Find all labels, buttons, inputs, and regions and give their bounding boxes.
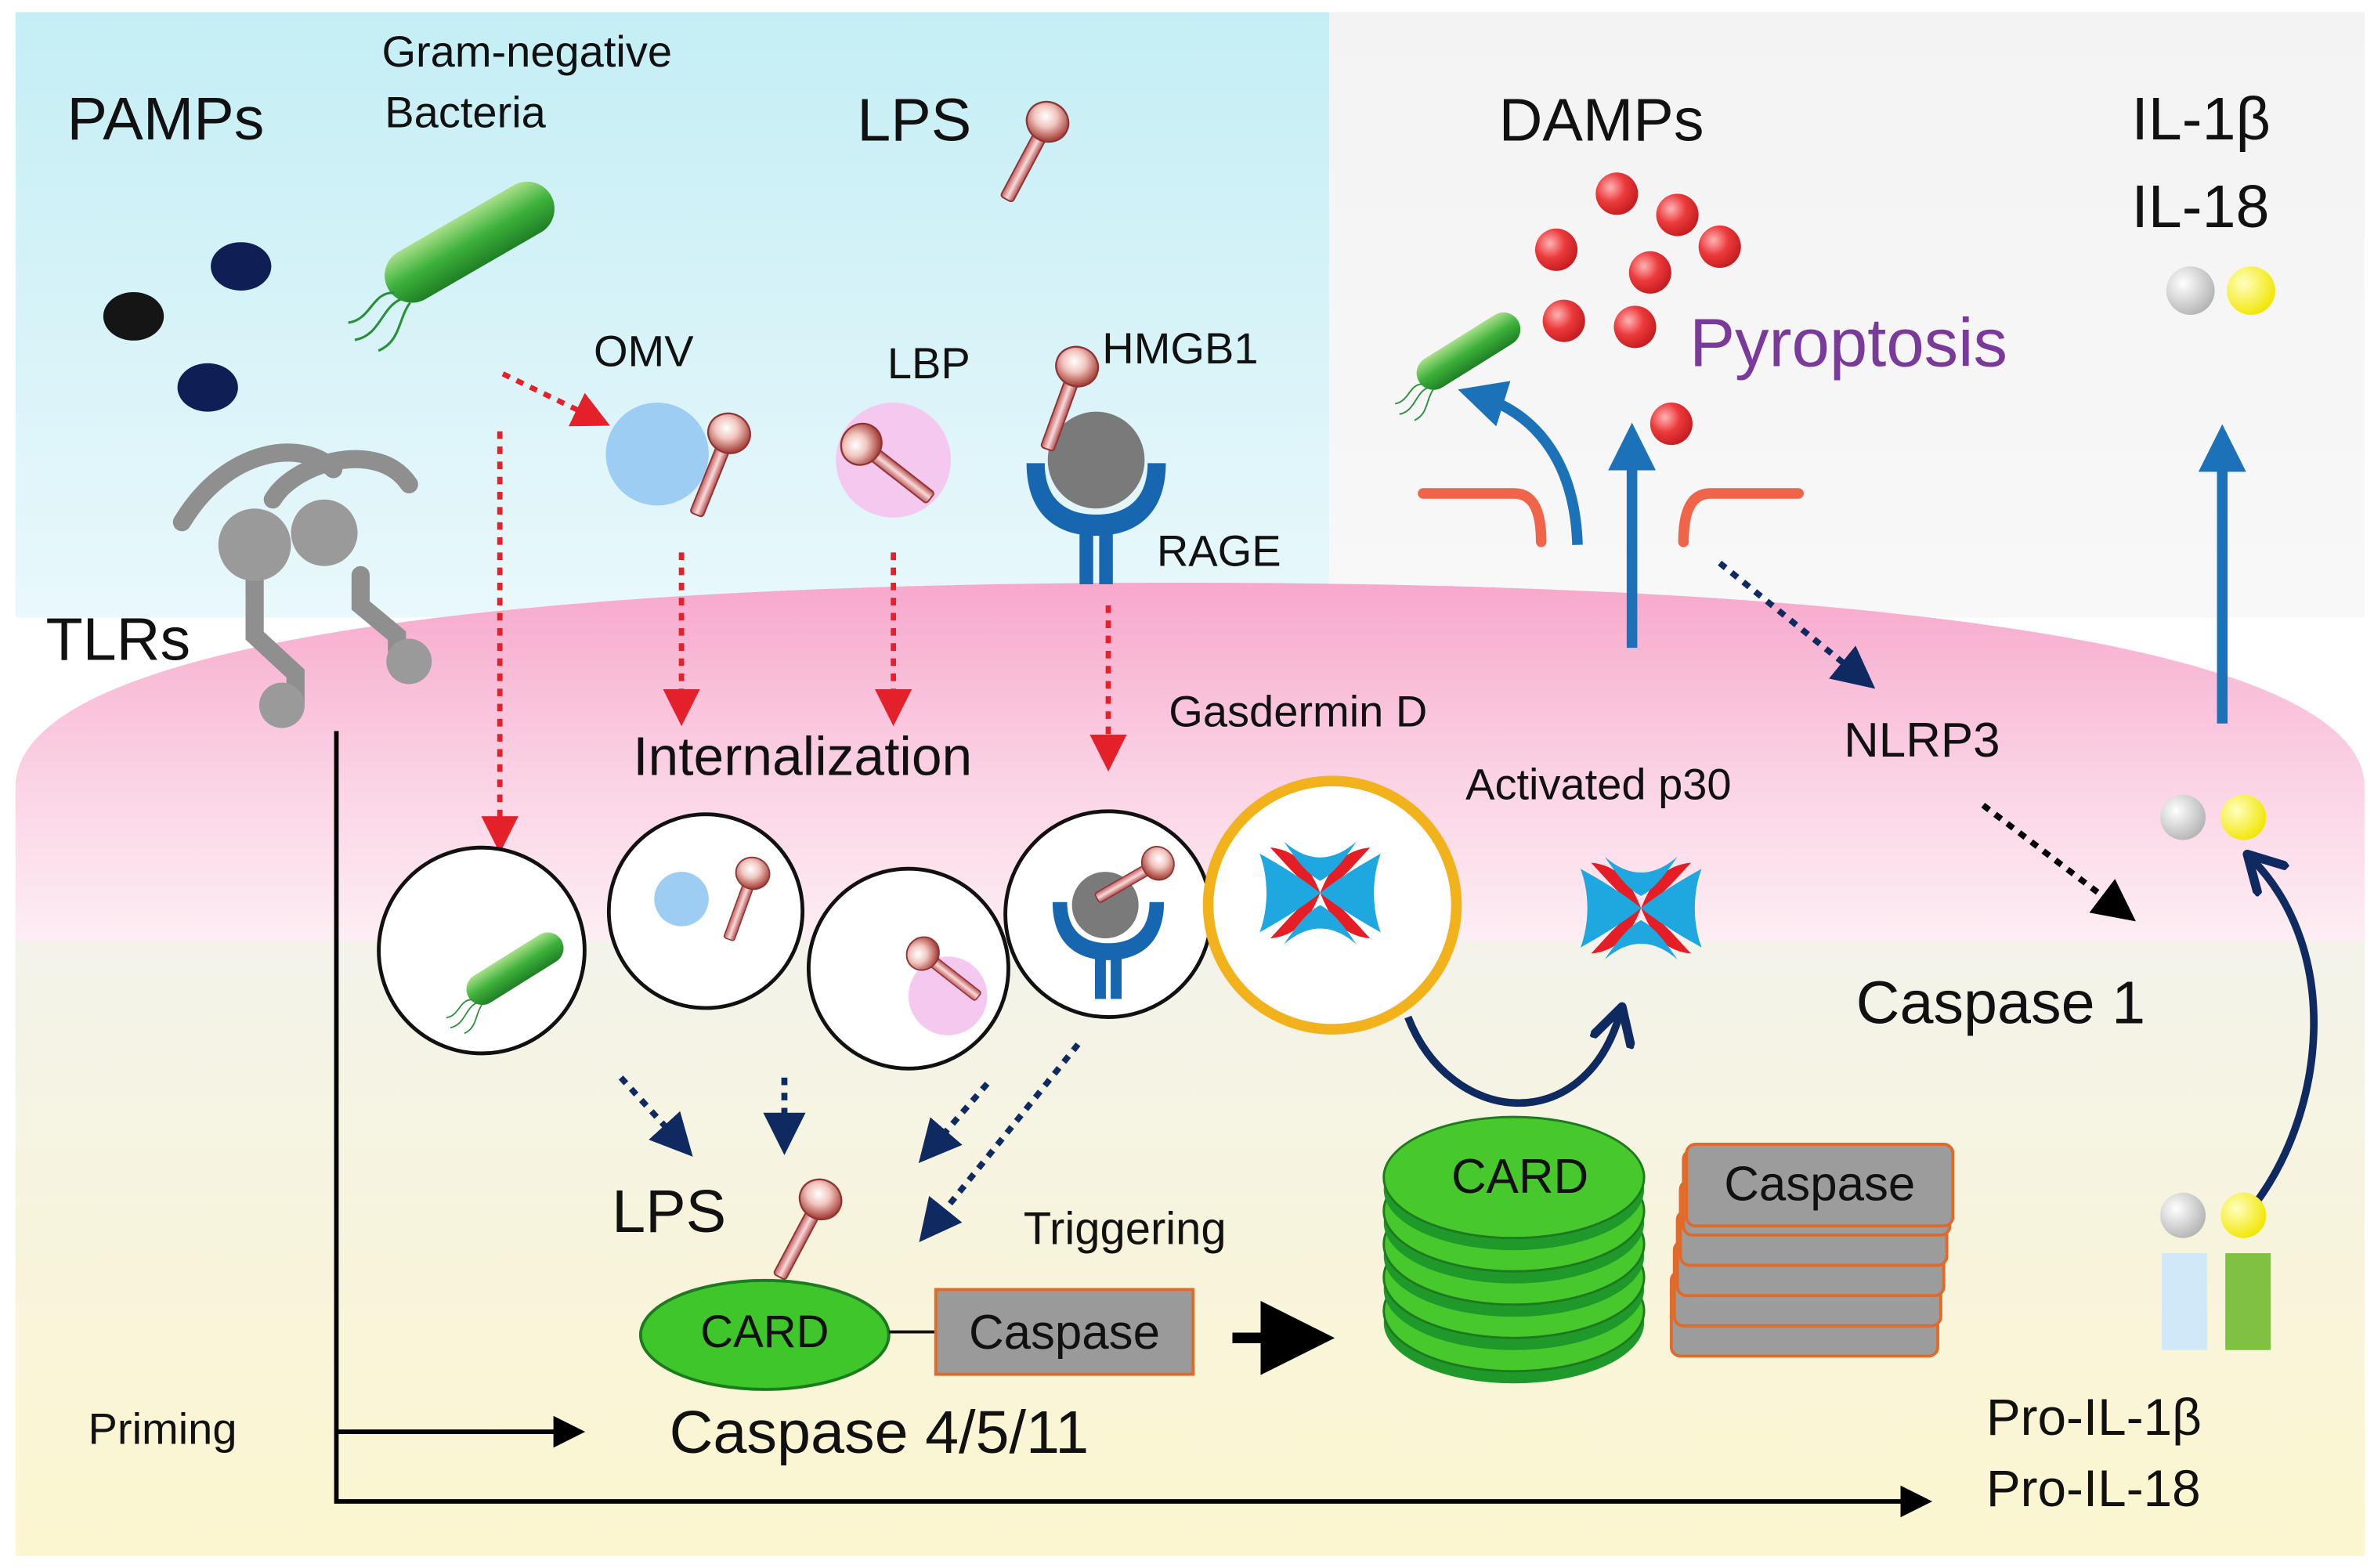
hmgb1-label: HMGB1	[1102, 323, 1258, 373]
rage-label: RAGE	[1157, 526, 1281, 576]
tlrs-label: TLRs	[45, 606, 190, 674]
pamp-particle-navy-2	[177, 363, 238, 412]
pamps-label: PAMPs	[67, 85, 265, 153]
caspase-stack-label: Caspase	[1724, 1157, 1915, 1211]
priming-label: Priming	[89, 1404, 237, 1454]
lbp-label: LBP	[887, 338, 970, 388]
internalization-label: Internalization	[633, 725, 972, 786]
damp-particles	[1534, 172, 1741, 446]
pro-il1b-label: Pro-IL-1β	[1986, 1389, 2202, 1446]
cell-membrane	[15, 582, 2365, 941]
nlrp3-label: NLRP3	[1844, 714, 2000, 768]
endosome-hmgb1-rage	[1003, 809, 1213, 1020]
bacteria-label-line2: Bacteria	[385, 87, 546, 136]
caspase1-label: Caspase 1	[1856, 969, 2145, 1036]
lps-bottom-label: LPS	[612, 1178, 726, 1245]
il18-label: IL-18	[2131, 173, 2269, 240]
pro-il18-label: Pro-IL-18	[1986, 1460, 2201, 1517]
endosome-omv	[606, 812, 805, 1010]
endosome-lbp	[806, 866, 1010, 1071]
gasdermin-pore-walls	[1418, 488, 1804, 547]
card-domain-caspase4	[638, 1278, 891, 1391]
omv-vesicle	[605, 403, 709, 506]
pro-il1b-head	[2160, 1192, 2206, 1238]
lps-top-label: LPS	[857, 87, 971, 154]
card-stack-label: CARD	[1451, 1150, 1588, 1204]
pyroptosis-release-arrows	[1458, 381, 2246, 724]
lps-release-arrows	[618, 1042, 1081, 1243]
pamp-particle-navy-1	[211, 242, 272, 291]
il1b-label: IL-1β	[2131, 85, 2271, 153]
pro-il18-head	[2220, 1192, 2267, 1238]
il18-mature	[2220, 794, 2267, 840]
il1b-mature	[2160, 794, 2206, 840]
card-small-label: CARD	[700, 1307, 829, 1357]
pyroptosis-label: Pyroptosis	[1689, 305, 2007, 381]
nlrp3-activation-arrow	[1718, 560, 1876, 689]
priming-axis	[334, 731, 1933, 1518]
tlr-receptor-heads	[218, 499, 432, 728]
pamp-particle-black	[103, 291, 164, 341]
gasdermin-cleavage-arrow	[1404, 1014, 1621, 1107]
red-internalization-arrows	[481, 371, 1127, 854]
endosome-bacterium	[377, 845, 587, 1056]
il18-mature-released	[2227, 266, 2275, 315]
caspase-small-label: Caspase	[969, 1306, 1160, 1360]
gasdermin-d-label: Gasdermin D	[1169, 687, 1427, 736]
caspase-oligomer-stack	[1669, 1142, 1955, 1358]
bacteria-label-line1: Gram-negative	[381, 27, 672, 76]
triggering-label: Triggering	[1024, 1204, 1227, 1254]
caspase-domain-caspase4	[934, 1288, 1195, 1376]
omv-label: OMV	[594, 327, 694, 376]
hmgb1-protein	[1047, 411, 1145, 509]
activated-p30-label: Activated p30	[1465, 759, 1732, 808]
pro-il1b-body	[2161, 1253, 2207, 1350]
il1b-mature-released	[2166, 266, 2215, 315]
pro-il18-body	[2225, 1253, 2271, 1350]
damps-label: DAMPs	[1499, 87, 1704, 154]
caspase-4511-label: Caspase 4/5/11	[670, 1399, 1089, 1466]
caspase1-cleavage-arrow	[2253, 860, 2318, 1206]
